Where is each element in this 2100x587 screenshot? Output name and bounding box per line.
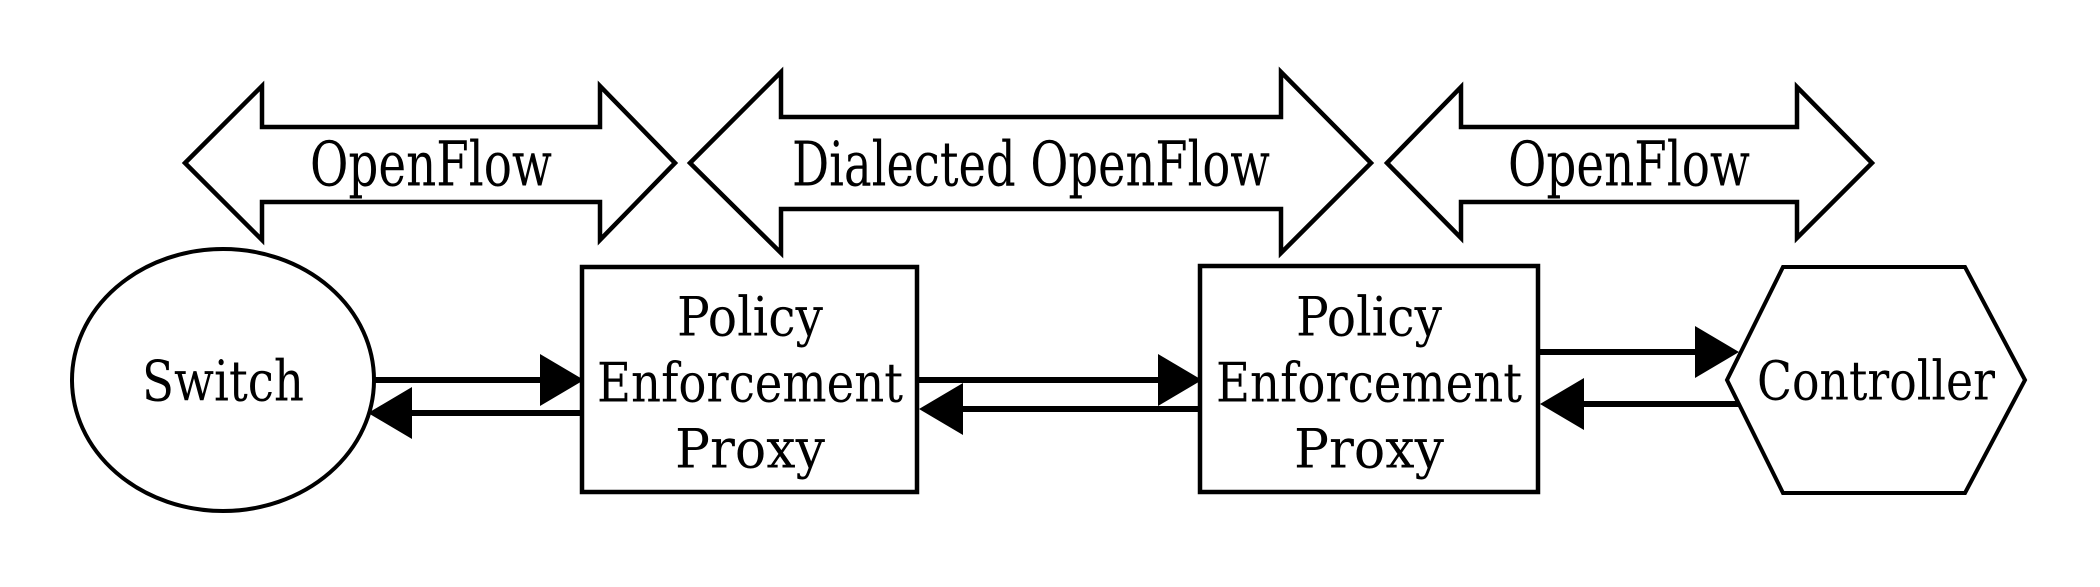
pep-left-rect [579,264,920,495]
arrow-pep-left-to-pep-right [916,354,1202,406]
arrowhead-left-icon [368,387,412,439]
arrowhead-left-icon [1540,378,1584,430]
controller-node: Controller [1724,265,2028,495]
pep-right-node: Policy Enforcement Proxy [1197,263,1541,495]
arrowhead-left-icon [919,383,963,435]
arrowhead-right-icon [1695,326,1739,378]
pep-right-rect [1197,263,1541,495]
pep-left-label-line-3: Proxy [675,418,825,481]
openflow-label-left: OpenFlow [310,128,552,201]
arrow-switch-to-pep-left [372,354,584,406]
switch-ellipse [70,247,376,513]
dialected-openflow-label: Dialected OpenFlow [792,128,1270,201]
pep-right-label-line-1: Policy [1296,286,1442,349]
double-arrow-shape [181,80,679,246]
pep-left-node: Policy Enforcement Proxy [579,264,920,495]
double-arrow-shape [686,66,1375,259]
pep-left-label-line-1: Policy [677,286,823,349]
controller-label: Controller [1757,350,1995,413]
pep-right-label-line-2: Enforcement [1216,352,1522,415]
double-arrow-shape [1383,81,1876,244]
dialected-openflow-double-arrow: Dialected OpenFlow [686,66,1375,259]
arrowhead-right-icon [1158,354,1202,406]
arrow-controller-to-pep-right [1540,378,1741,430]
switch-node: Switch [70,247,376,513]
switch-label: Switch [142,350,304,415]
openflow-label-right: OpenFlow [1508,128,1750,201]
arrow-pep-right-to-controller [1537,326,1739,378]
openflow-double-arrow-right: OpenFlow [1383,81,1876,244]
pep-right-label-line-3: Proxy [1294,418,1444,481]
openflow-double-arrow-left: OpenFlow [181,80,679,246]
arrowhead-right-icon [540,354,584,406]
arrow-pep-right-to-pep-left [919,383,1199,435]
pep-left-label-line-2: Enforcement [597,352,903,415]
controller-hexagon [1724,265,2028,495]
